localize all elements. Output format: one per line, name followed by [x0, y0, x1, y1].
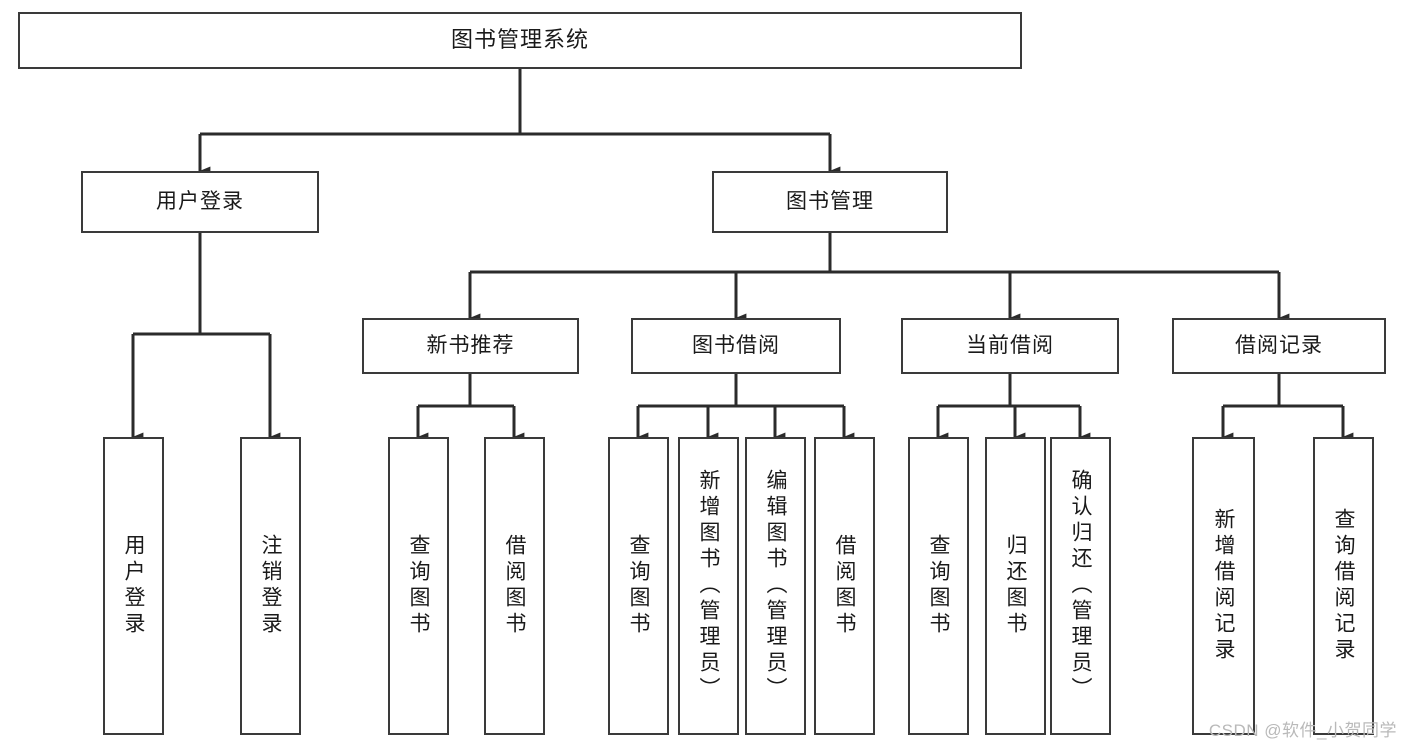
leaf-user-login[interactable]: 用户登录 [103, 437, 164, 735]
leaf-borrow-book-recommend[interactable]: 借阅图书 [484, 437, 545, 735]
node-label: 归还图书 [1004, 534, 1027, 638]
node-label: 借阅图书 [503, 534, 526, 638]
leaf-borrow-book[interactable]: 借阅图书 [814, 437, 875, 735]
leaf-logout[interactable]: 注销登录 [240, 437, 301, 735]
node-label: 用户登录 [156, 190, 244, 214]
leaf-return-book[interactable]: 归还图书 [985, 437, 1046, 735]
node-label: 当前借阅 [966, 334, 1054, 358]
node-label: 新增图书（管理员） [697, 469, 720, 703]
node-label: 查询图书 [627, 534, 650, 638]
node-label: 新增借阅记录 [1212, 508, 1235, 664]
node-label: 图书管理系统 [450, 27, 589, 53]
node-label: 用户登录 [122, 534, 145, 638]
node-label: 注销登录 [259, 534, 282, 638]
leaf-query-book-recommend[interactable]: 查询图书 [388, 437, 449, 735]
node-label: 图书管理 [786, 190, 874, 214]
leaf-query-borrow-record[interactable]: 查询借阅记录 [1313, 437, 1374, 735]
leaf-add-book-admin[interactable]: 新增图书（管理员） [678, 437, 739, 735]
node-label: 借阅记录 [1235, 334, 1323, 358]
node-book-management[interactable]: 图书管理 [712, 171, 948, 233]
leaf-edit-book-admin[interactable]: 编辑图书（管理员） [745, 437, 806, 735]
leaf-add-borrow-record[interactable]: 新增借阅记录 [1192, 437, 1255, 735]
node-label: 编辑图书（管理员） [764, 469, 787, 703]
node-book-borrow[interactable]: 图书借阅 [631, 318, 841, 374]
node-label: 借阅图书 [833, 534, 856, 638]
node-label: 查询图书 [927, 534, 950, 638]
leaf-query-book-borrow[interactable]: 查询图书 [608, 437, 669, 735]
node-label: 查询图书 [407, 534, 430, 638]
node-label: 查询借阅记录 [1332, 508, 1355, 664]
node-label: 确认归还（管理员） [1069, 469, 1092, 703]
node-borrow-record[interactable]: 借阅记录 [1172, 318, 1386, 374]
node-new-book-recommend[interactable]: 新书推荐 [362, 318, 579, 374]
node-current-borrow[interactable]: 当前借阅 [901, 318, 1119, 374]
node-label: 新书推荐 [426, 334, 515, 358]
node-root[interactable]: 图书管理系统 [18, 12, 1022, 69]
watermark: CSDN @软件_小贺同学 [1208, 721, 1397, 740]
node-label: 图书借阅 [692, 334, 780, 358]
node-user-login[interactable]: 用户登录 [81, 171, 319, 233]
leaf-confirm-return-admin[interactable]: 确认归还（管理员） [1050, 437, 1111, 735]
leaf-query-book-current[interactable]: 查询图书 [908, 437, 969, 735]
